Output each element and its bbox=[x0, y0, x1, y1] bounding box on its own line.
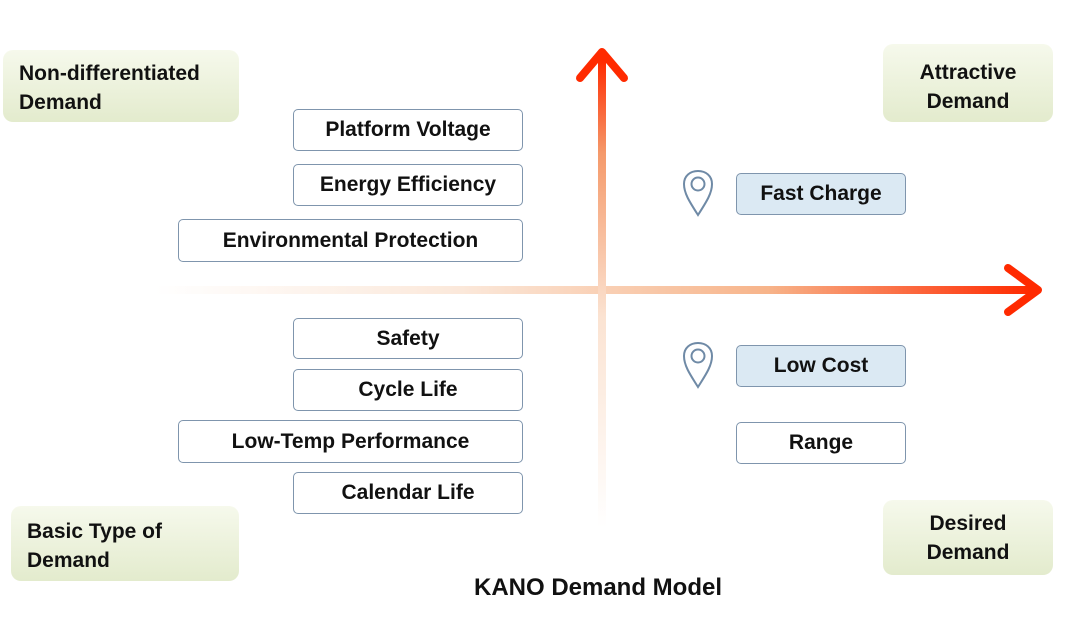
quadrant-label-line1: Non-differentiated bbox=[19, 62, 200, 85]
quadrant-label-line2: Demand bbox=[27, 549, 110, 572]
quadrant-label-line2: Demand bbox=[19, 91, 102, 114]
quadrant-label-line1: Desired bbox=[929, 512, 1007, 535]
quadrant-label-desired: Desired Demand bbox=[883, 500, 1053, 575]
horizontal-axis bbox=[155, 286, 1033, 294]
quadrant-label-line1: Basic Type of bbox=[27, 520, 162, 543]
item-safety: Safety bbox=[293, 318, 523, 359]
item-low-cost: Low Cost bbox=[736, 345, 906, 387]
quadrant-label-basic-type: Basic Type of Demand bbox=[11, 506, 239, 581]
quadrant-label-line1: Attractive bbox=[919, 61, 1017, 84]
item-energy-efficiency: Energy Efficiency bbox=[293, 164, 523, 206]
quadrant-label-line2: Demand bbox=[926, 90, 1010, 113]
item-low-temp-performance: Low-Temp Performance bbox=[178, 420, 523, 463]
vertical-arrowhead bbox=[576, 48, 628, 82]
item-platform-voltage: Platform Voltage bbox=[293, 109, 523, 151]
quadrant-label-attractive: Attractive Demand bbox=[883, 44, 1053, 122]
location-pin-icon bbox=[682, 169, 714, 217]
item-cycle-life: Cycle Life bbox=[293, 369, 523, 411]
location-pin-icon bbox=[682, 341, 714, 389]
item-fast-charge: Fast Charge bbox=[736, 173, 906, 215]
quadrant-label-non-differentiated: Non-differentiated Demand bbox=[3, 50, 239, 122]
quadrant-label-line2: Demand bbox=[926, 541, 1010, 564]
diagram-title: KANO Demand Model bbox=[473, 574, 722, 601]
horizontal-arrowhead bbox=[1004, 264, 1042, 316]
vertical-axis bbox=[598, 58, 606, 528]
item-range: Range bbox=[736, 422, 906, 464]
item-environmental-protection: Environmental Protection bbox=[178, 219, 523, 262]
item-calendar-life: Calendar Life bbox=[293, 472, 523, 514]
